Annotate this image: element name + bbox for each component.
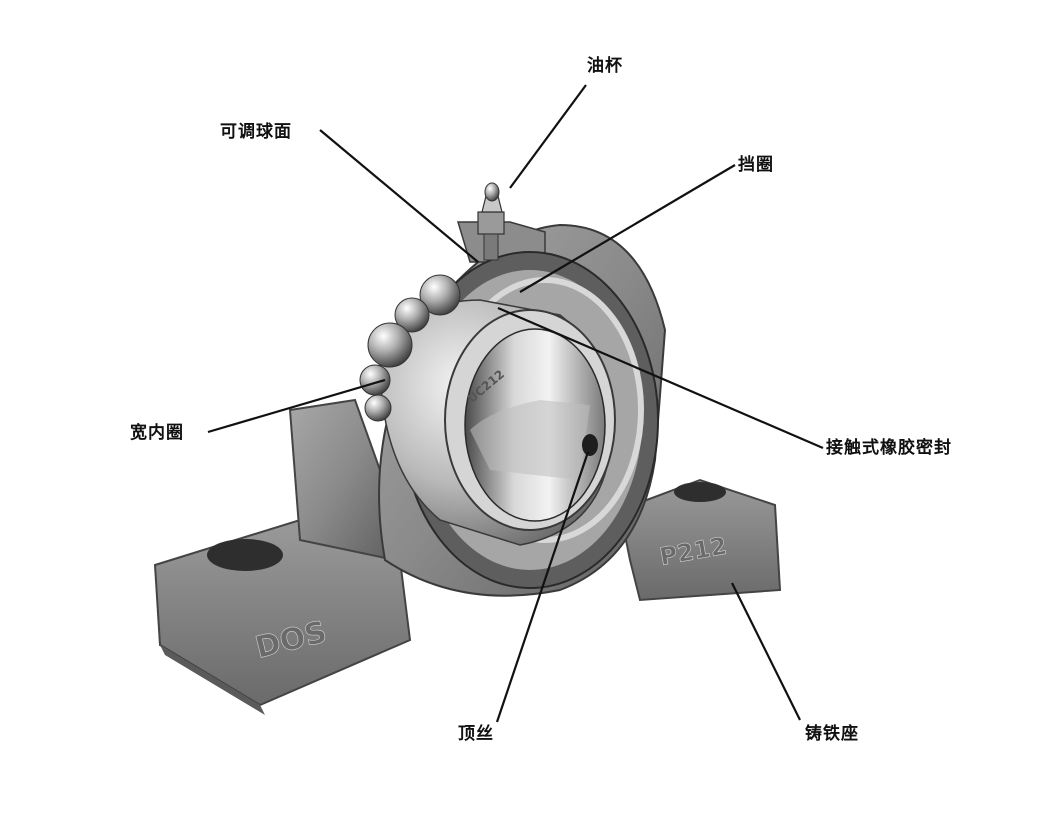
leader-cast-iron-housing [731,582,801,721]
set-screw [582,434,598,456]
label-cast-iron-housing: 铸铁座 [805,724,859,744]
oil-cup [477,182,505,261]
leader-set-screw [495,451,590,723]
leader-wide-inner-ring [207,378,386,434]
leader-contact-rubber-seal [497,306,824,450]
label-retaining-ring: 挡圈 [738,155,774,175]
leader-lines [207,84,824,723]
label-adjustable-sphere: 可调球面 [220,122,292,142]
leader-retaining-ring [519,164,736,293]
label-contact-rubber-seal: 接触式橡胶密封 [826,438,952,458]
steel-balls [359,274,461,422]
wide-inner-ring [379,299,616,546]
label-oil-cup: 油杯 [587,56,623,76]
leader-adjustable-sphere [319,129,479,263]
housing-brand-marking: DOS [252,615,330,666]
leader-oil-cup [509,84,587,189]
label-set-screw: 顶丝 [458,724,494,744]
label-wide-inner-ring: 宽内圈 [130,423,184,443]
